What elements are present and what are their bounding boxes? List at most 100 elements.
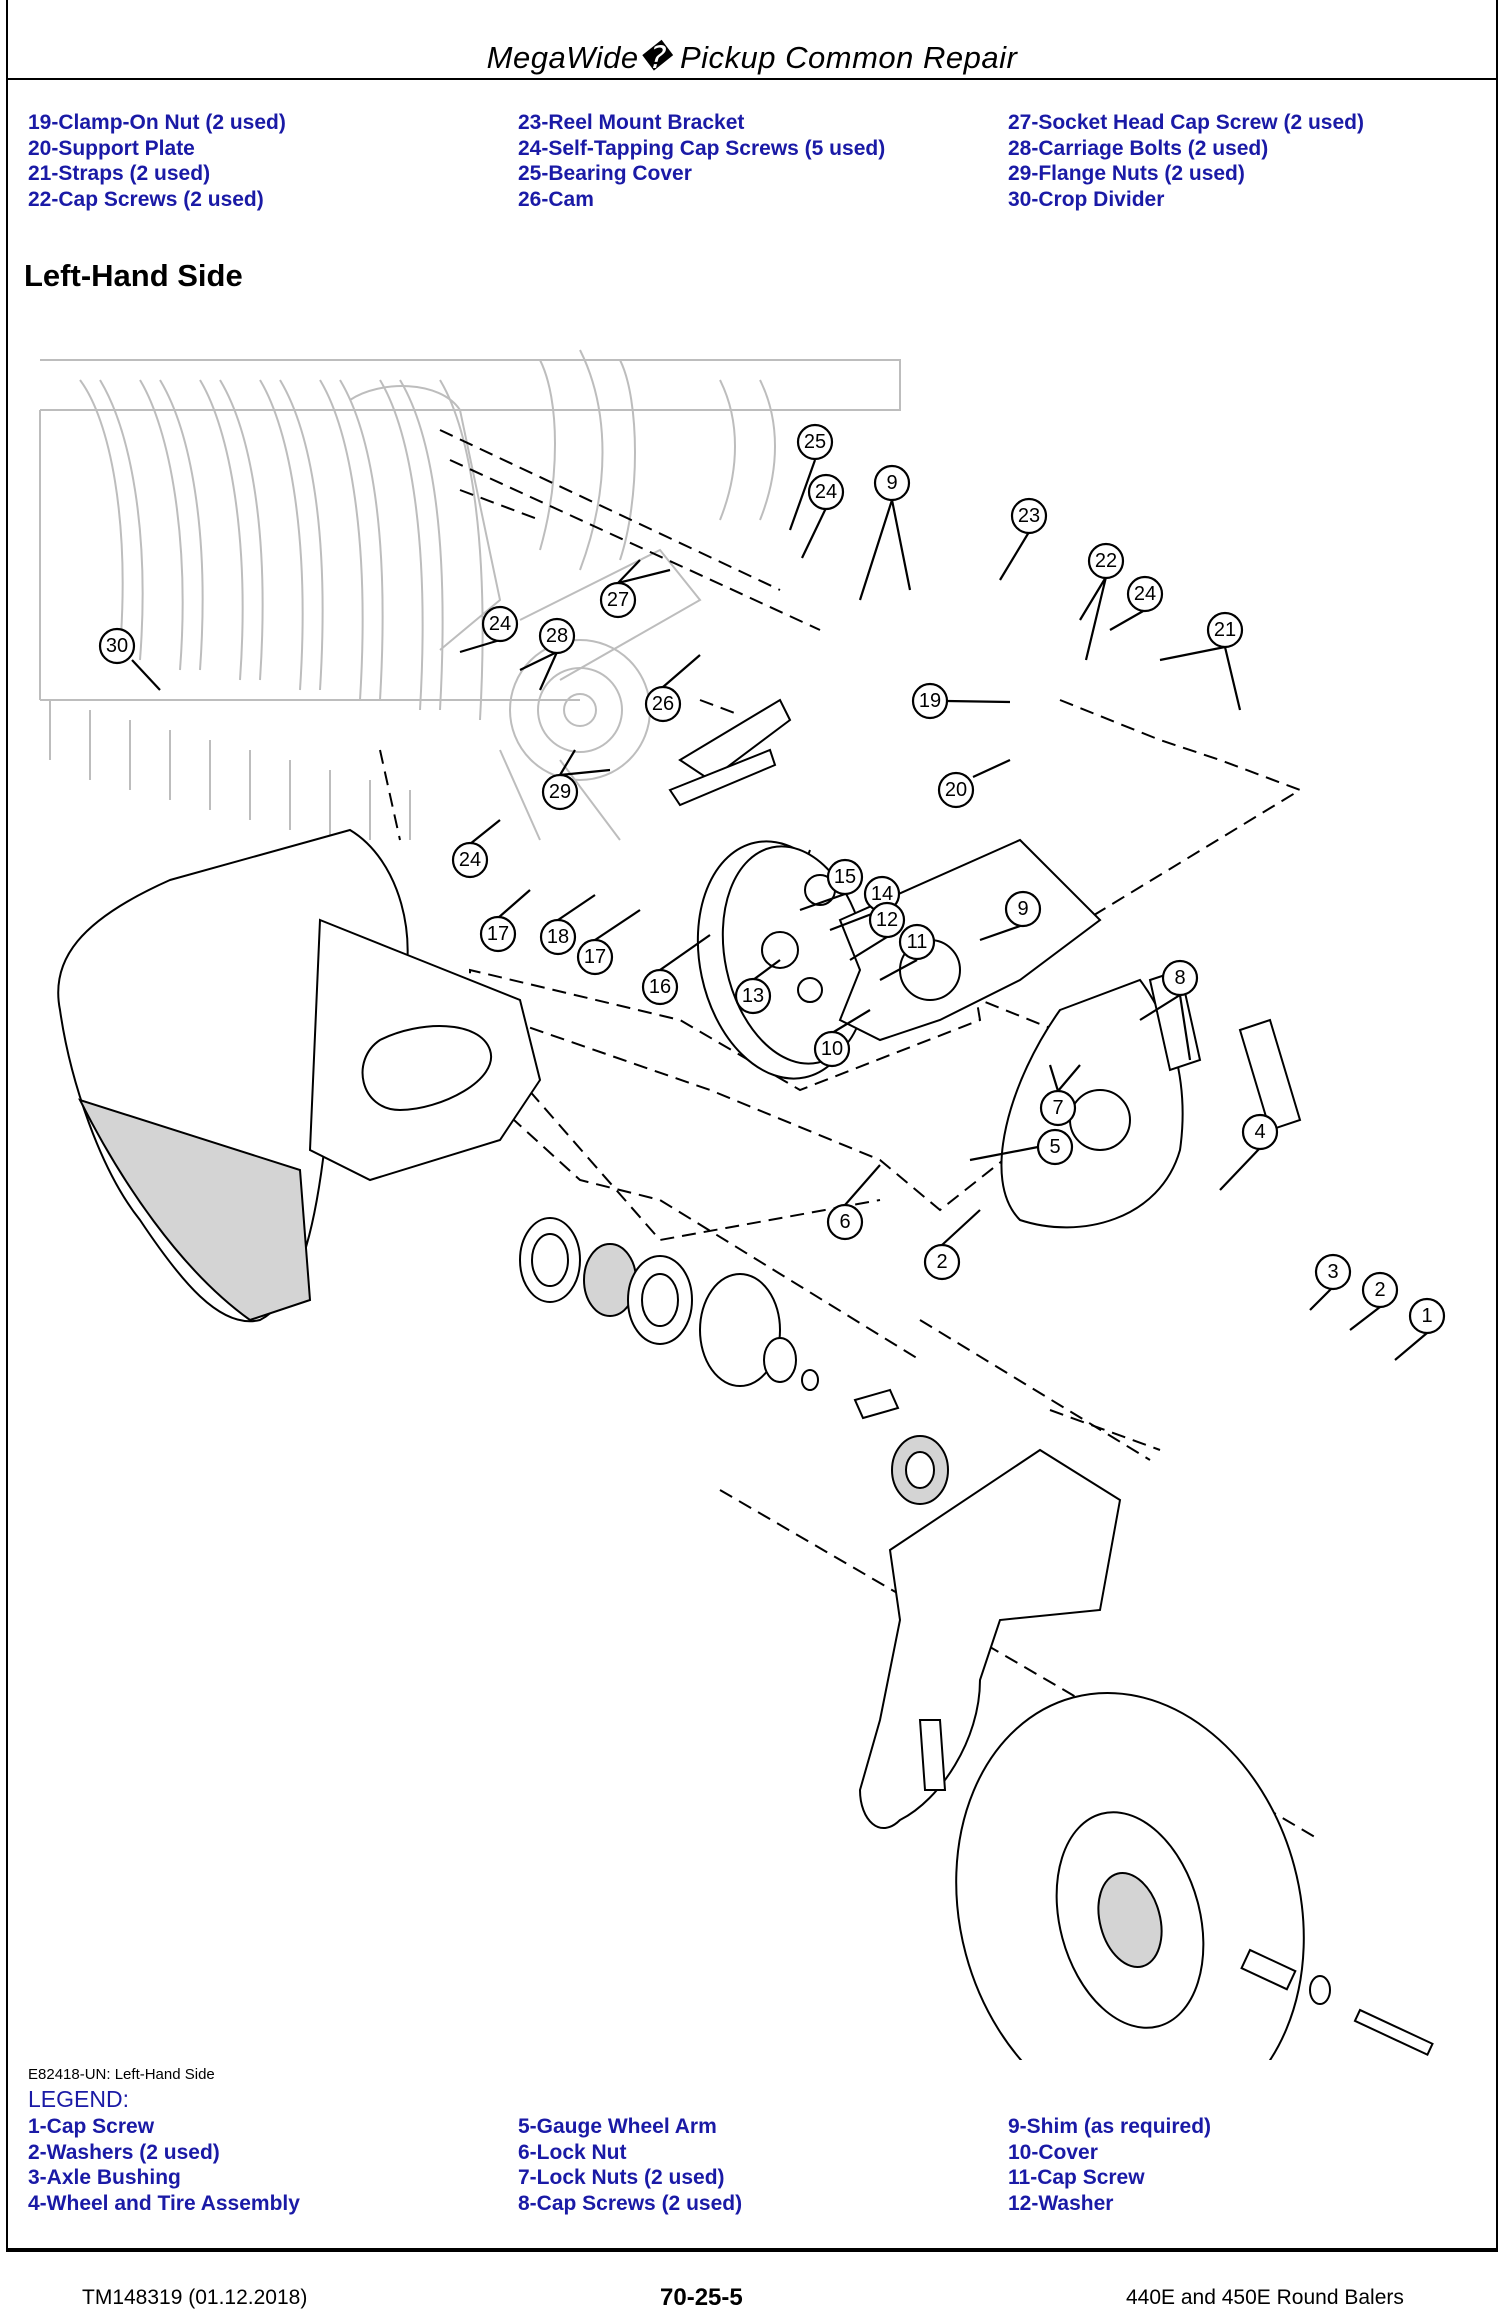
- callout-12: 12: [849, 901, 906, 961]
- bottom-legend-col-3: 9-Shim (as required) 10-Cover 11-Cap Scr…: [1008, 2114, 1211, 2216]
- callout-6: 6: [826, 1164, 881, 1241]
- legend-item: 30-Crop Divider: [1008, 187, 1165, 211]
- svg-text:9: 9: [1017, 898, 1028, 920]
- callout-5: 5: [969, 1128, 1074, 1166]
- legend-item: 19-Clamp-On Nut (2 used): [28, 111, 286, 134]
- callout-30: 30: [98, 627, 161, 691]
- part-cover: [891, 1435, 949, 1505]
- svg-text:29: 29: [549, 781, 571, 803]
- legend-item: 23-Reel Mount Bracket: [518, 111, 745, 134]
- legend-item: 21-Straps (2 used): [28, 162, 211, 185]
- svg-text:2: 2: [1374, 1279, 1385, 1301]
- legend-item: 11-Cap Screw: [1008, 2166, 1145, 2189]
- svg-text:24: 24: [815, 481, 837, 503]
- callout-22: 22: [1079, 542, 1125, 661]
- svg-text:26: 26: [652, 693, 674, 715]
- legend-item: 2-Washers (2 used): [28, 2140, 220, 2164]
- legend-item: 5-Gauge Wheel Arm: [518, 2115, 717, 2138]
- callout-23: 23: [999, 497, 1048, 581]
- svg-text:19: 19: [919, 690, 941, 712]
- callout-26: 26: [644, 654, 701, 723]
- page-header-title: MegaWide� Pickup Common Repair: [486, 40, 1018, 75]
- svg-text:7: 7: [1052, 1097, 1063, 1119]
- legend-item: 29-Flange Nuts (2 used): [1008, 162, 1245, 185]
- part-gauge-wheel-arm: [858, 1448, 1122, 1830]
- bottom-legend-col-1: 1-Cap Screw 2-Washers (2 used) 3-Axle Bu…: [28, 2114, 300, 2216]
- legend-item: 7-Lock Nuts (2 used): [518, 2166, 725, 2189]
- callout-17a: 17: [479, 889, 531, 953]
- legend-item: 3-Axle Bushing: [28, 2166, 181, 2189]
- svg-text:4: 4: [1254, 1121, 1265, 1143]
- legend-item: 1-Cap Screw: [28, 2115, 155, 2138]
- top-legend-col-1: 19-Clamp-On Nut (2 used) 20-Support Plat…: [28, 110, 286, 212]
- callout-25: 25: [788, 423, 834, 531]
- part-reel-mount-bracket: [838, 838, 1102, 1042]
- svg-text:17: 17: [487, 923, 509, 945]
- svg-text:24: 24: [459, 849, 481, 871]
- svg-text:22: 22: [1095, 550, 1117, 572]
- svg-text:14: 14: [871, 883, 893, 905]
- part-crop-divider: [57, 828, 542, 1323]
- footer-doc-id: TM148319 (01.12.2018): [82, 2286, 308, 2309]
- legend-item: 10-Cover: [1008, 2140, 1098, 2164]
- footer-divider: [6, 2250, 1498, 2252]
- callout-8: 8: [1139, 959, 1199, 1061]
- exploded-parts-diagram: 25 24 9 23 22 24 21 27 26 19 20: [39, 349, 1446, 2060]
- callout-4: 4: [1219, 1113, 1279, 1191]
- svg-text:27: 27: [607, 589, 629, 611]
- svg-text:16: 16: [649, 976, 671, 998]
- legend-item: 28-Carriage Bolts (2 used): [1008, 136, 1269, 160]
- svg-text:25: 25: [804, 431, 826, 453]
- svg-text:20: 20: [945, 779, 967, 801]
- svg-text:9: 9: [886, 472, 897, 494]
- ghost-pickup-assembly: [39, 349, 901, 841]
- callout-24: 24: [801, 473, 845, 559]
- svg-text:6: 6: [839, 1211, 850, 1233]
- svg-text:24: 24: [1134, 583, 1156, 605]
- callout-13: 13: [734, 959, 781, 1015]
- callout-21: 21: [1159, 611, 1244, 711]
- callout-19: 19: [911, 682, 1011, 720]
- callout-24b: 24: [1109, 575, 1164, 631]
- callout-10: 10: [813, 1009, 871, 1068]
- svg-text:12: 12: [876, 909, 898, 931]
- callout-28: 28: [519, 617, 576, 691]
- callouts: 25 24 9 23 22 24 21 27 26 19 20: [98, 423, 1446, 1361]
- callout-24d: 24: [451, 819, 501, 879]
- callout-11: 11: [879, 923, 936, 981]
- part-bearings-and-spacers: [519, 1217, 900, 1420]
- callout-9b: 9: [979, 890, 1042, 942]
- callout-3: 3: [1309, 1253, 1352, 1311]
- callout-17b: 17: [576, 909, 641, 976]
- legend-item: 6-Lock Nut: [518, 2140, 627, 2164]
- callout-2a: 2: [923, 1209, 981, 1281]
- legend-heading: LEGEND:: [28, 2086, 129, 2112]
- legend-item: 22-Cap Screws (2 used): [28, 187, 264, 211]
- part-bearing-cover: [668, 698, 792, 807]
- legend-item: 9-Shim (as required): [1008, 2115, 1212, 2138]
- svg-text:28: 28: [546, 625, 568, 647]
- svg-text:17: 17: [584, 946, 606, 968]
- legend-item: 20-Support Plate: [28, 136, 195, 160]
- figure-caption: E82418-UN: Left-Hand Side: [28, 2066, 215, 2083]
- svg-text:10: 10: [821, 1038, 843, 1060]
- legend-item: 12-Washer: [1008, 2191, 1114, 2215]
- legend-item: 25-Bearing Cover: [518, 162, 692, 185]
- legend-item: 27-Socket Head Cap Screw (2 used): [1008, 111, 1364, 134]
- svg-text:5: 5: [1049, 1136, 1060, 1158]
- bottom-legend-col-2: 5-Gauge Wheel Arm 6-Lock Nut 7-Lock Nuts…: [518, 2114, 742, 2216]
- callout-24c: 24: [459, 605, 519, 654]
- footer-page-number: 70-25-5: [660, 2284, 743, 2311]
- svg-text:8: 8: [1174, 967, 1185, 989]
- callout-16: 16: [641, 934, 711, 1006]
- svg-text:2: 2: [936, 1251, 947, 1273]
- legend-item: 8-Cap Screws (2 used): [518, 2191, 743, 2215]
- top-legend-col-2: 23-Reel Mount Bracket 24-Self-Tapping Ca…: [518, 110, 885, 212]
- svg-text:15: 15: [834, 866, 856, 888]
- callout-29: 29: [541, 749, 611, 811]
- svg-text:1: 1: [1421, 1305, 1432, 1327]
- svg-text:23: 23: [1018, 505, 1040, 527]
- top-legend-col-3: 27-Socket Head Cap Screw (2 used) 28-Car…: [1008, 110, 1364, 212]
- callout-9: 9: [858, 464, 912, 601]
- callout-15: 15: [799, 858, 864, 912]
